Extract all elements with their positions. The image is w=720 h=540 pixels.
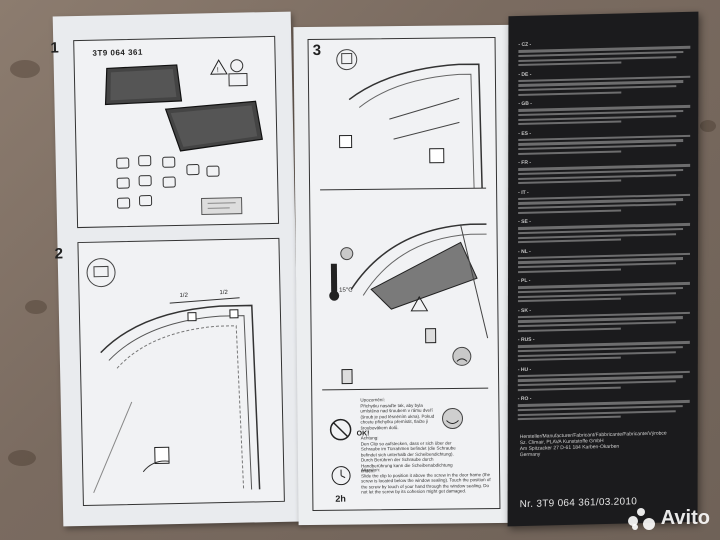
language-section: - ES - <box>518 126 691 155</box>
text-line <box>518 209 622 214</box>
multilingual-sheet: - CZ -- DE -- GB -- ES -- FR -- IT -- SE… <box>507 11 699 527</box>
language-section: - RO - <box>517 392 690 421</box>
text-line <box>518 268 622 273</box>
svg-text:!: ! <box>217 67 219 74</box>
language-section: - DE - <box>518 67 691 96</box>
text-line <box>518 238 622 244</box>
note-en: Attention: Slide the clip to position it… <box>361 466 493 495</box>
text-line <box>517 409 676 416</box>
step-3-panel: 3 15°C <box>307 37 501 511</box>
text-line <box>518 203 677 210</box>
text-line <box>517 327 622 332</box>
text-line <box>518 85 677 92</box>
text-line <box>518 61 622 67</box>
text-line <box>518 262 677 269</box>
text-line <box>517 415 621 421</box>
language-sections: - CZ -- DE -- GB -- ES -- FR -- IT -- SE… <box>508 12 698 421</box>
instruction-sheet-left: 1 3T9 064 361 ! <box>50 11 302 527</box>
text-line <box>517 386 621 391</box>
parts-illustration: ! <box>104 59 264 215</box>
step-2-panel: 2 1/2 1/2 <box>54 237 285 507</box>
language-section: - NL - <box>518 244 690 273</box>
temperature-label: 15°C <box>339 288 353 294</box>
step-1-panel: 1 3T9 064 361 ! <box>50 35 280 229</box>
text-line <box>518 120 622 126</box>
time-label: 2h <box>335 494 346 504</box>
ok-label: OK! <box>357 430 370 437</box>
text-line <box>518 179 622 185</box>
note-cz-text: Přichytku nasaďte tak, aby byla umístěna… <box>360 402 435 430</box>
step-number: 1 <box>50 39 59 57</box>
text-line <box>517 380 677 387</box>
manufacturer-block: Hersteller/Manufacturer/Fabricant/Fabbri… <box>520 430 667 458</box>
language-section: - RUS - <box>517 333 690 362</box>
language-section: - IT - <box>518 185 691 214</box>
text-line <box>517 356 622 362</box>
text-line <box>518 150 622 155</box>
watermark: Avito <box>627 507 710 530</box>
text-line <box>518 91 622 96</box>
instruction-sheet-middle: 3 15°C <box>293 24 515 526</box>
door-frame-illustration: 1/2 1/2 <box>86 258 261 493</box>
installation-illustration: 15°C 2h OK! <box>320 49 489 504</box>
text-line <box>517 291 677 298</box>
text-line <box>517 297 622 303</box>
note-cz: Upozornění: Přichytku nasaďte tak, aby b… <box>360 397 440 431</box>
language-section: - HU - <box>517 362 690 391</box>
language-section: - SE - <box>518 215 691 244</box>
measurement-label-2: 1/2 <box>219 290 228 296</box>
measurement-label-1: 1/2 <box>180 293 189 299</box>
text-line <box>517 350 677 357</box>
language-section: - GB - <box>518 97 691 126</box>
language-section: - PL - <box>517 274 690 303</box>
language-section: - SK - <box>517 303 690 332</box>
step-number: 2 <box>54 245 64 263</box>
language-section: - FR - <box>518 156 691 185</box>
text-line <box>518 114 677 121</box>
note-en-text: Slide the clip to position it above the … <box>361 471 491 495</box>
document-code: Nr. 3T9 064 361/03.2010 <box>519 496 638 511</box>
language-section: - CZ - <box>518 38 691 67</box>
watermark-text: Avito <box>660 507 710 529</box>
text-line <box>518 173 677 180</box>
text-line <box>517 321 677 328</box>
avito-logo-icon <box>627 507 656 530</box>
